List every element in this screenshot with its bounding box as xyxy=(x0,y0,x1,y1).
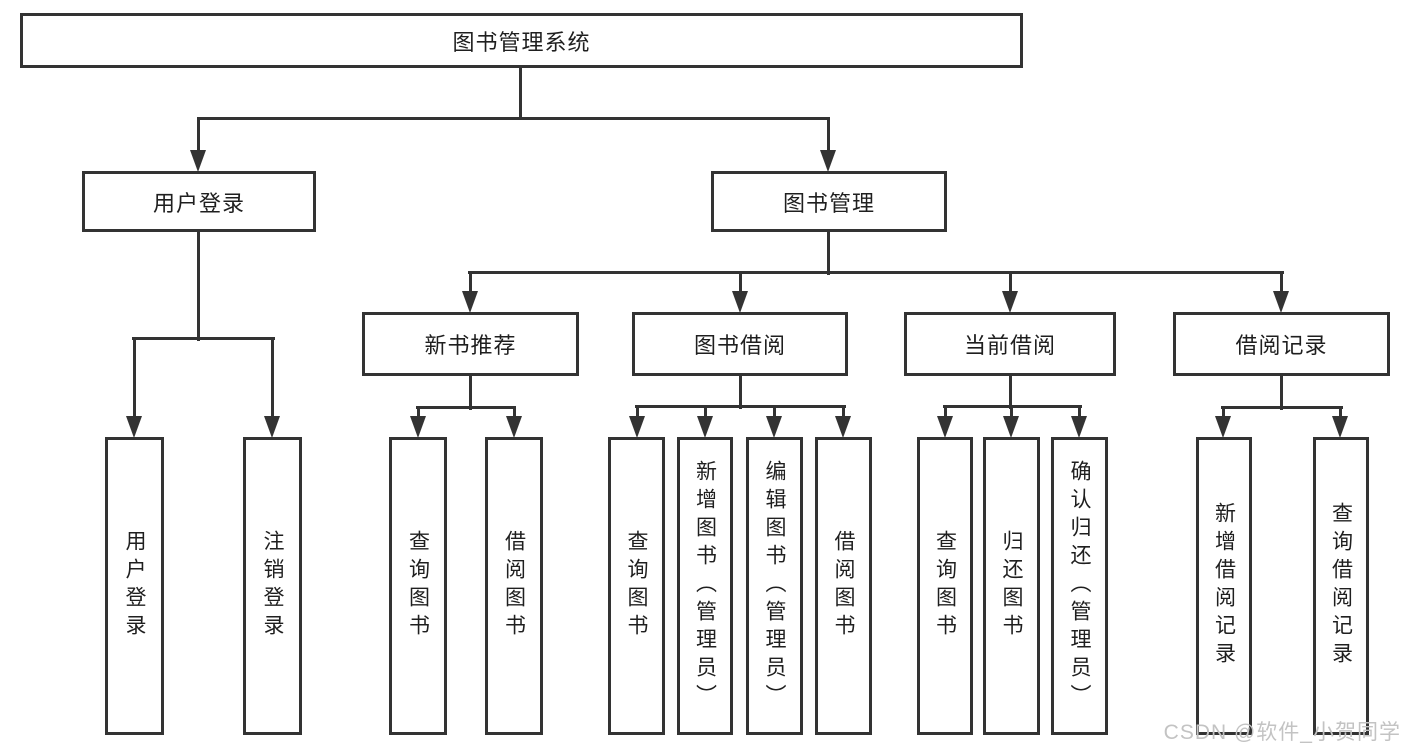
connector-drop xyxy=(842,406,845,420)
arrowhead-icon xyxy=(410,416,426,438)
arrowhead-icon xyxy=(835,416,851,438)
arrowhead-icon xyxy=(1071,416,1087,438)
connector-drop xyxy=(944,406,947,420)
leaf-add-book-admin: 新增图书（管理员） xyxy=(677,437,733,735)
leaf-add-borrow-record: 新增借阅记录 xyxy=(1196,437,1252,735)
leaf-confirm-return-admin: 确认归还（管理员） xyxy=(1051,437,1108,735)
connector-stem xyxy=(197,231,200,341)
connector-drop xyxy=(513,407,516,420)
leaf-query-books-2: 查询图书 xyxy=(608,437,665,735)
leaf-borrow-books-1: 借阅图书 xyxy=(485,437,543,735)
connector-branch xyxy=(1221,406,1343,409)
arrowhead-icon xyxy=(506,416,522,438)
arrowhead-icon xyxy=(1003,416,1019,438)
connector-drop xyxy=(827,118,830,154)
connector-drop xyxy=(417,407,420,420)
connector-drop xyxy=(1009,272,1012,295)
arrowhead-icon xyxy=(190,150,206,172)
connector-drop xyxy=(469,272,472,295)
leaf-user-login: 用户登录 xyxy=(105,437,164,735)
connector-drop xyxy=(739,272,742,295)
leaf-query-books-3: 查询图书 xyxy=(917,437,973,735)
arrowhead-icon xyxy=(1002,291,1018,313)
connector-branch xyxy=(416,406,516,409)
connector-stem xyxy=(469,375,472,410)
node-library-management-system: 图书管理系统 xyxy=(20,13,1023,68)
connector-stem xyxy=(1280,376,1283,410)
connector-drop xyxy=(1280,272,1283,295)
arrowhead-icon xyxy=(1332,416,1348,438)
connector-drop xyxy=(197,118,200,154)
leaf-logout-login: 注销登录 xyxy=(243,437,302,735)
connector-drop xyxy=(133,338,136,420)
node-new-book-recommend: 新书推荐 xyxy=(362,312,579,376)
connector-stem xyxy=(739,375,742,409)
arrowhead-icon xyxy=(820,150,836,172)
arrowhead-icon xyxy=(1273,291,1289,313)
connector-branch xyxy=(197,117,830,120)
arrowhead-icon xyxy=(264,416,280,438)
leaf-edit-book-admin: 编辑图书（管理员） xyxy=(746,437,803,735)
leaf-return-books: 归还图书 xyxy=(983,437,1040,735)
connector-drop xyxy=(1339,407,1342,420)
connector-stem xyxy=(827,231,830,275)
node-user-login: 用户登录 xyxy=(82,171,316,232)
leaf-borrow-books-2: 借阅图书 xyxy=(815,437,872,735)
connector-branch xyxy=(132,337,275,340)
connector-drop xyxy=(704,406,707,420)
node-borrowing-records: 借阅记录 xyxy=(1173,312,1390,376)
connector-drop xyxy=(636,406,639,420)
connector-drop xyxy=(773,406,776,420)
arrowhead-icon xyxy=(629,416,645,438)
arrowhead-icon xyxy=(732,291,748,313)
connector-stem xyxy=(519,67,522,120)
node-book-management: 图书管理 xyxy=(711,171,947,232)
arrowhead-icon xyxy=(1215,416,1231,438)
arrowhead-icon xyxy=(462,291,478,313)
arrowhead-icon xyxy=(766,416,782,438)
leaf-query-borrow-record: 查询借阅记录 xyxy=(1313,437,1369,735)
arrowhead-icon xyxy=(697,416,713,438)
watermark: CSDN @软件_小贺同学 xyxy=(1163,721,1401,744)
connector-stem xyxy=(1009,375,1012,409)
connector-drop xyxy=(1078,406,1081,420)
node-current-borrowing: 当前借阅 xyxy=(904,312,1116,376)
connector-branch xyxy=(468,271,1284,274)
connector-branch xyxy=(635,405,846,408)
connector-drop xyxy=(1222,407,1225,420)
connector-drop xyxy=(271,338,274,420)
arrowhead-icon xyxy=(937,416,953,438)
leaf-query-books-1: 查询图书 xyxy=(389,437,447,735)
arrowhead-icon xyxy=(126,416,142,438)
node-book-borrowing: 图书借阅 xyxy=(632,312,848,376)
connector-drop xyxy=(1010,406,1013,420)
